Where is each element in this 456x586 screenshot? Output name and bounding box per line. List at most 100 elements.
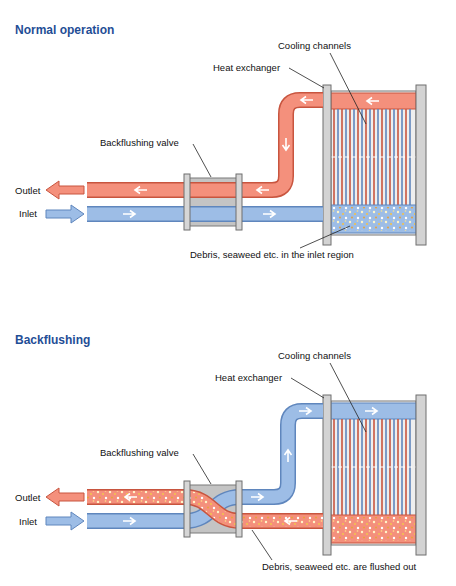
exchanger-plate (323, 85, 331, 245)
pipe (240, 411, 323, 497)
channel-divider (331, 467, 416, 468)
header (331, 515, 416, 543)
flow-arrow (257, 187, 269, 194)
port-arrow (46, 181, 84, 530)
pipe (87, 100, 323, 190)
pipe (240, 411, 323, 497)
cooling-channel (357, 109, 359, 205)
debris (240, 515, 323, 527)
flow-arrow (123, 97, 379, 525)
valve-flange (184, 174, 190, 230)
cooling-channel (385, 419, 387, 515)
part-label: Backflushing valve (100, 447, 179, 459)
heat-exchanger (331, 91, 416, 235)
flow-arrow (285, 518, 297, 525)
flow-arrow (123, 211, 135, 218)
flow-arrow (251, 494, 263, 501)
part-label: Heat exchanger (213, 62, 280, 74)
flow-arrow (367, 98, 379, 105)
flow-arrow (283, 138, 290, 150)
leader-line (330, 53, 366, 124)
flow-arrow (285, 450, 292, 462)
leader-line (291, 378, 324, 398)
heat-exchanger (323, 85, 426, 555)
pipe (87, 100, 323, 521)
pipe (185, 497, 240, 521)
cooling-channel (377, 419, 379, 515)
debris (332, 207, 415, 231)
leader-line (193, 454, 211, 484)
port-arrow (46, 488, 84, 506)
debris (87, 491, 185, 503)
part-label: Cooling channels (278, 350, 351, 362)
flow-arrow (263, 211, 275, 218)
panel-heading: Backflushing (15, 333, 90, 347)
pipe (87, 208, 323, 221)
pipe (87, 513, 185, 529)
part-label: Debris, seaweed etc. in the inlet region (190, 249, 354, 261)
exchanger-plate (323, 395, 331, 555)
pipe (185, 497, 240, 521)
flow-arrow (301, 97, 313, 104)
leader-line (300, 226, 350, 248)
heat-exchanger (323, 395, 426, 555)
leader-line (193, 144, 211, 177)
leader-line (193, 53, 366, 560)
leader-line (252, 530, 272, 560)
pipe (185, 497, 240, 521)
flow-arrow (123, 518, 135, 525)
part-label: Debris, seaweed etc. are flushed out (262, 561, 416, 573)
debris (332, 517, 415, 541)
part-label: Outlet (15, 185, 40, 197)
cooling-channel (349, 109, 351, 205)
exchanger-plate (416, 395, 426, 555)
pipe (240, 513, 323, 529)
flow-arrow (299, 408, 311, 415)
pipe (87, 100, 323, 190)
valve-flange (184, 481, 190, 537)
port-arrow (46, 512, 84, 530)
part-label: Cooling channels (278, 40, 351, 52)
panel-heading: Normal operation (15, 23, 114, 37)
cooling-channel (385, 109, 387, 205)
part-label: Heat exchanger (215, 372, 282, 384)
part-label: Inlet (19, 208, 37, 220)
heat-exchanger (331, 401, 416, 545)
valve-flange (236, 174, 242, 230)
valve-body (188, 178, 238, 533)
valve-flange (184, 174, 242, 537)
cooling-channel (357, 419, 359, 515)
cooling-channel (377, 109, 379, 205)
pipe (87, 491, 185, 504)
port-arrow (46, 181, 84, 199)
flow-arrow (125, 494, 137, 501)
pipe (185, 497, 240, 521)
leader-line (289, 68, 324, 88)
part-label: Inlet (19, 516, 37, 528)
port-arrow (46, 205, 84, 223)
pipe (240, 411, 323, 497)
header (331, 93, 416, 109)
cooling-channel (405, 109, 407, 205)
header (331, 403, 416, 419)
pipe (87, 100, 323, 190)
pipe (87, 206, 323, 222)
pipe (87, 515, 185, 528)
part-label: Outlet (15, 492, 40, 504)
debris (185, 497, 240, 521)
heat-exchanger (323, 85, 426, 245)
cooling-channel (405, 419, 407, 515)
channel-divider (331, 157, 416, 158)
pipe (240, 515, 323, 528)
valve-flange (236, 481, 242, 537)
pipe (87, 489, 185, 505)
exchanger-plate (416, 85, 426, 245)
pipe (240, 521, 323, 522)
leader-line (330, 363, 366, 432)
pipe (87, 214, 323, 215)
flow-arrow (365, 408, 377, 415)
cooling-channel (349, 419, 351, 515)
flow-arrow (135, 187, 147, 194)
